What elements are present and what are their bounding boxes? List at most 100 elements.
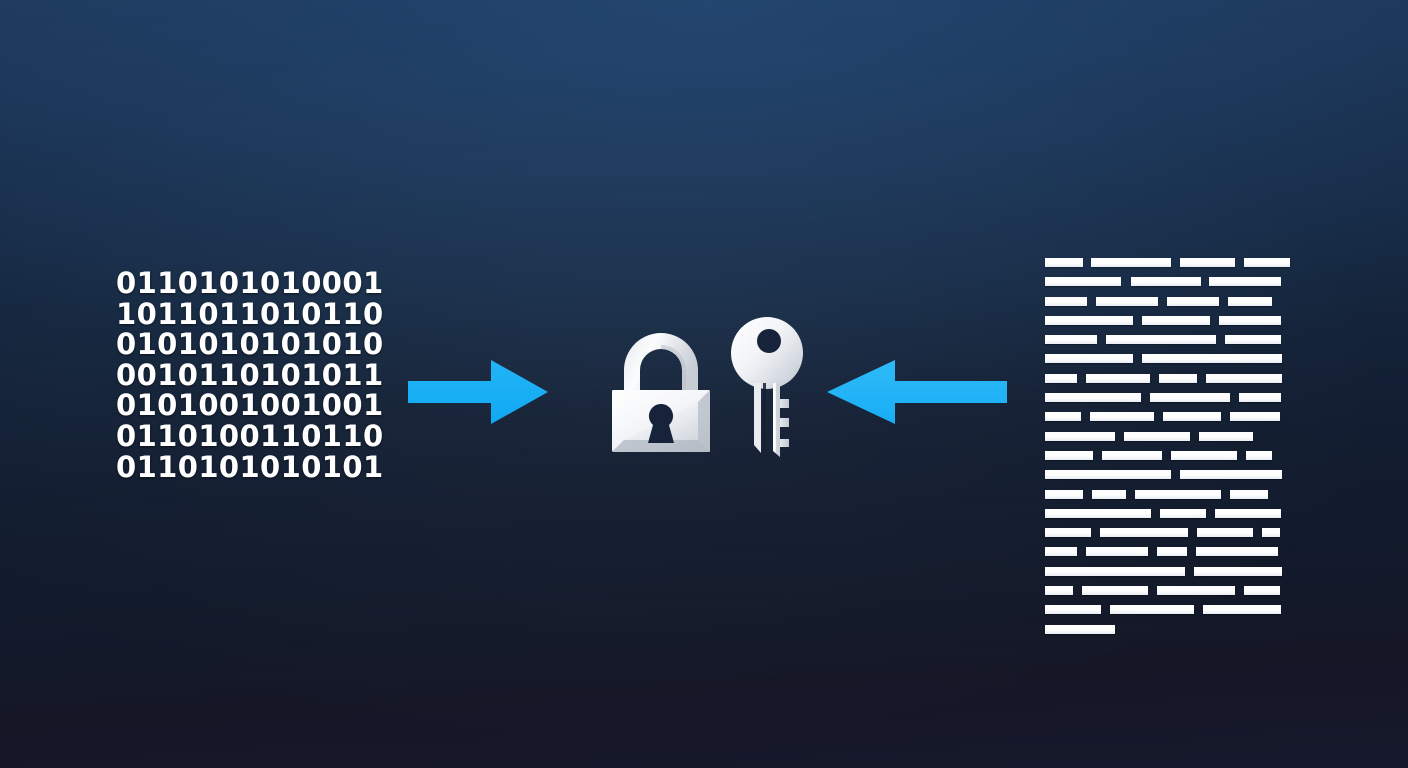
text-line bbox=[1045, 296, 1290, 306]
text-gap bbox=[1253, 528, 1262, 537]
text-gap bbox=[1188, 528, 1197, 537]
arrow-left-icon bbox=[827, 360, 1007, 424]
text-gap bbox=[1187, 547, 1196, 556]
text-segment bbox=[1090, 412, 1154, 422]
text-segment bbox=[1045, 393, 1141, 403]
text-gap bbox=[1237, 451, 1246, 460]
text-segment bbox=[1045, 431, 1115, 441]
text-gap bbox=[1194, 605, 1203, 614]
text-line bbox=[1045, 354, 1290, 364]
text-segment bbox=[1045, 547, 1077, 557]
text-gap bbox=[1115, 432, 1124, 441]
text-segment bbox=[1045, 586, 1073, 596]
key-icon bbox=[727, 313, 807, 457]
text-segment bbox=[1209, 277, 1281, 287]
text-gap bbox=[1091, 528, 1100, 537]
text-gap bbox=[1093, 451, 1102, 460]
text-segment bbox=[1203, 605, 1281, 615]
text-segment bbox=[1196, 547, 1278, 557]
text-segment bbox=[1159, 373, 1197, 383]
text-gap bbox=[1150, 374, 1159, 383]
text-segment bbox=[1045, 258, 1083, 267]
binary-line: 1011011010110 bbox=[116, 296, 384, 331]
text-segment bbox=[1100, 528, 1188, 538]
text-segment bbox=[1157, 547, 1187, 557]
text-gap bbox=[1190, 432, 1199, 441]
text-line bbox=[1045, 528, 1290, 538]
text-segment bbox=[1124, 431, 1190, 441]
text-gap bbox=[1126, 490, 1135, 499]
text-gap bbox=[1219, 297, 1228, 306]
text-gap bbox=[1133, 316, 1142, 325]
text-segment bbox=[1045, 354, 1133, 364]
text-segment bbox=[1244, 258, 1290, 267]
text-gap bbox=[1221, 490, 1230, 499]
text-segment bbox=[1045, 605, 1101, 615]
text-segment bbox=[1045, 508, 1151, 518]
text-line bbox=[1045, 470, 1290, 480]
text-gap bbox=[1081, 412, 1090, 421]
text-gap bbox=[1148, 547, 1157, 556]
text-line bbox=[1045, 547, 1290, 557]
text-gap bbox=[1151, 509, 1160, 518]
text-segment bbox=[1215, 508, 1281, 518]
text-segment bbox=[1246, 450, 1272, 460]
text-segment bbox=[1199, 431, 1253, 441]
text-gap bbox=[1073, 586, 1082, 595]
text-segment bbox=[1096, 296, 1158, 306]
text-gap bbox=[1083, 258, 1091, 267]
text-segment bbox=[1230, 489, 1268, 499]
text-segment bbox=[1045, 335, 1097, 345]
text-gap bbox=[1235, 258, 1244, 267]
text-gap bbox=[1171, 258, 1180, 267]
text-line bbox=[1045, 258, 1290, 267]
text-segment bbox=[1045, 470, 1171, 480]
text-gap bbox=[1077, 547, 1086, 556]
text-line bbox=[1045, 624, 1290, 634]
text-segment bbox=[1131, 277, 1201, 287]
binary-line: 0101001001001 bbox=[116, 388, 384, 423]
text-segment bbox=[1244, 586, 1280, 596]
binary-line: 0101010101010 bbox=[116, 327, 384, 362]
text-gap bbox=[1154, 412, 1163, 421]
text-segment bbox=[1106, 335, 1216, 345]
binary-line: 0110101010101 bbox=[116, 449, 384, 484]
text-line bbox=[1045, 508, 1290, 518]
text-segment bbox=[1091, 258, 1171, 267]
text-gap bbox=[1158, 297, 1167, 306]
text-gap bbox=[1077, 374, 1086, 383]
text-segment bbox=[1171, 450, 1237, 460]
text-segment bbox=[1225, 335, 1281, 345]
binary-line: 0110100110110 bbox=[116, 418, 384, 453]
text-segment bbox=[1197, 528, 1253, 538]
text-segment bbox=[1135, 489, 1221, 499]
text-segment bbox=[1092, 489, 1126, 499]
text-segment bbox=[1045, 296, 1087, 306]
text-segment bbox=[1045, 489, 1083, 499]
binary-data-block: 0110101010001 1011011010110 010101010101… bbox=[116, 268, 384, 482]
text-segment bbox=[1045, 624, 1115, 634]
text-gap bbox=[1121, 277, 1131, 286]
text-line bbox=[1045, 315, 1290, 325]
text-segment bbox=[1206, 373, 1282, 383]
text-gap bbox=[1201, 277, 1209, 286]
text-gap bbox=[1185, 567, 1194, 576]
text-segment bbox=[1086, 373, 1150, 383]
text-gap bbox=[1206, 509, 1215, 518]
text-segment bbox=[1230, 412, 1280, 422]
text-segment bbox=[1142, 315, 1210, 325]
text-segment bbox=[1180, 470, 1282, 480]
text-segment bbox=[1045, 450, 1093, 460]
text-gap bbox=[1133, 354, 1142, 363]
text-line bbox=[1045, 489, 1290, 499]
text-segment bbox=[1045, 566, 1185, 576]
text-segment bbox=[1086, 547, 1148, 557]
text-segment bbox=[1228, 296, 1272, 306]
text-gap bbox=[1087, 297, 1096, 306]
text-segment bbox=[1180, 258, 1235, 267]
text-gap bbox=[1230, 393, 1239, 402]
text-gap bbox=[1162, 451, 1171, 460]
text-gap bbox=[1171, 470, 1180, 479]
text-segment bbox=[1163, 412, 1221, 422]
binary-line: 0110101010001 bbox=[116, 266, 384, 300]
